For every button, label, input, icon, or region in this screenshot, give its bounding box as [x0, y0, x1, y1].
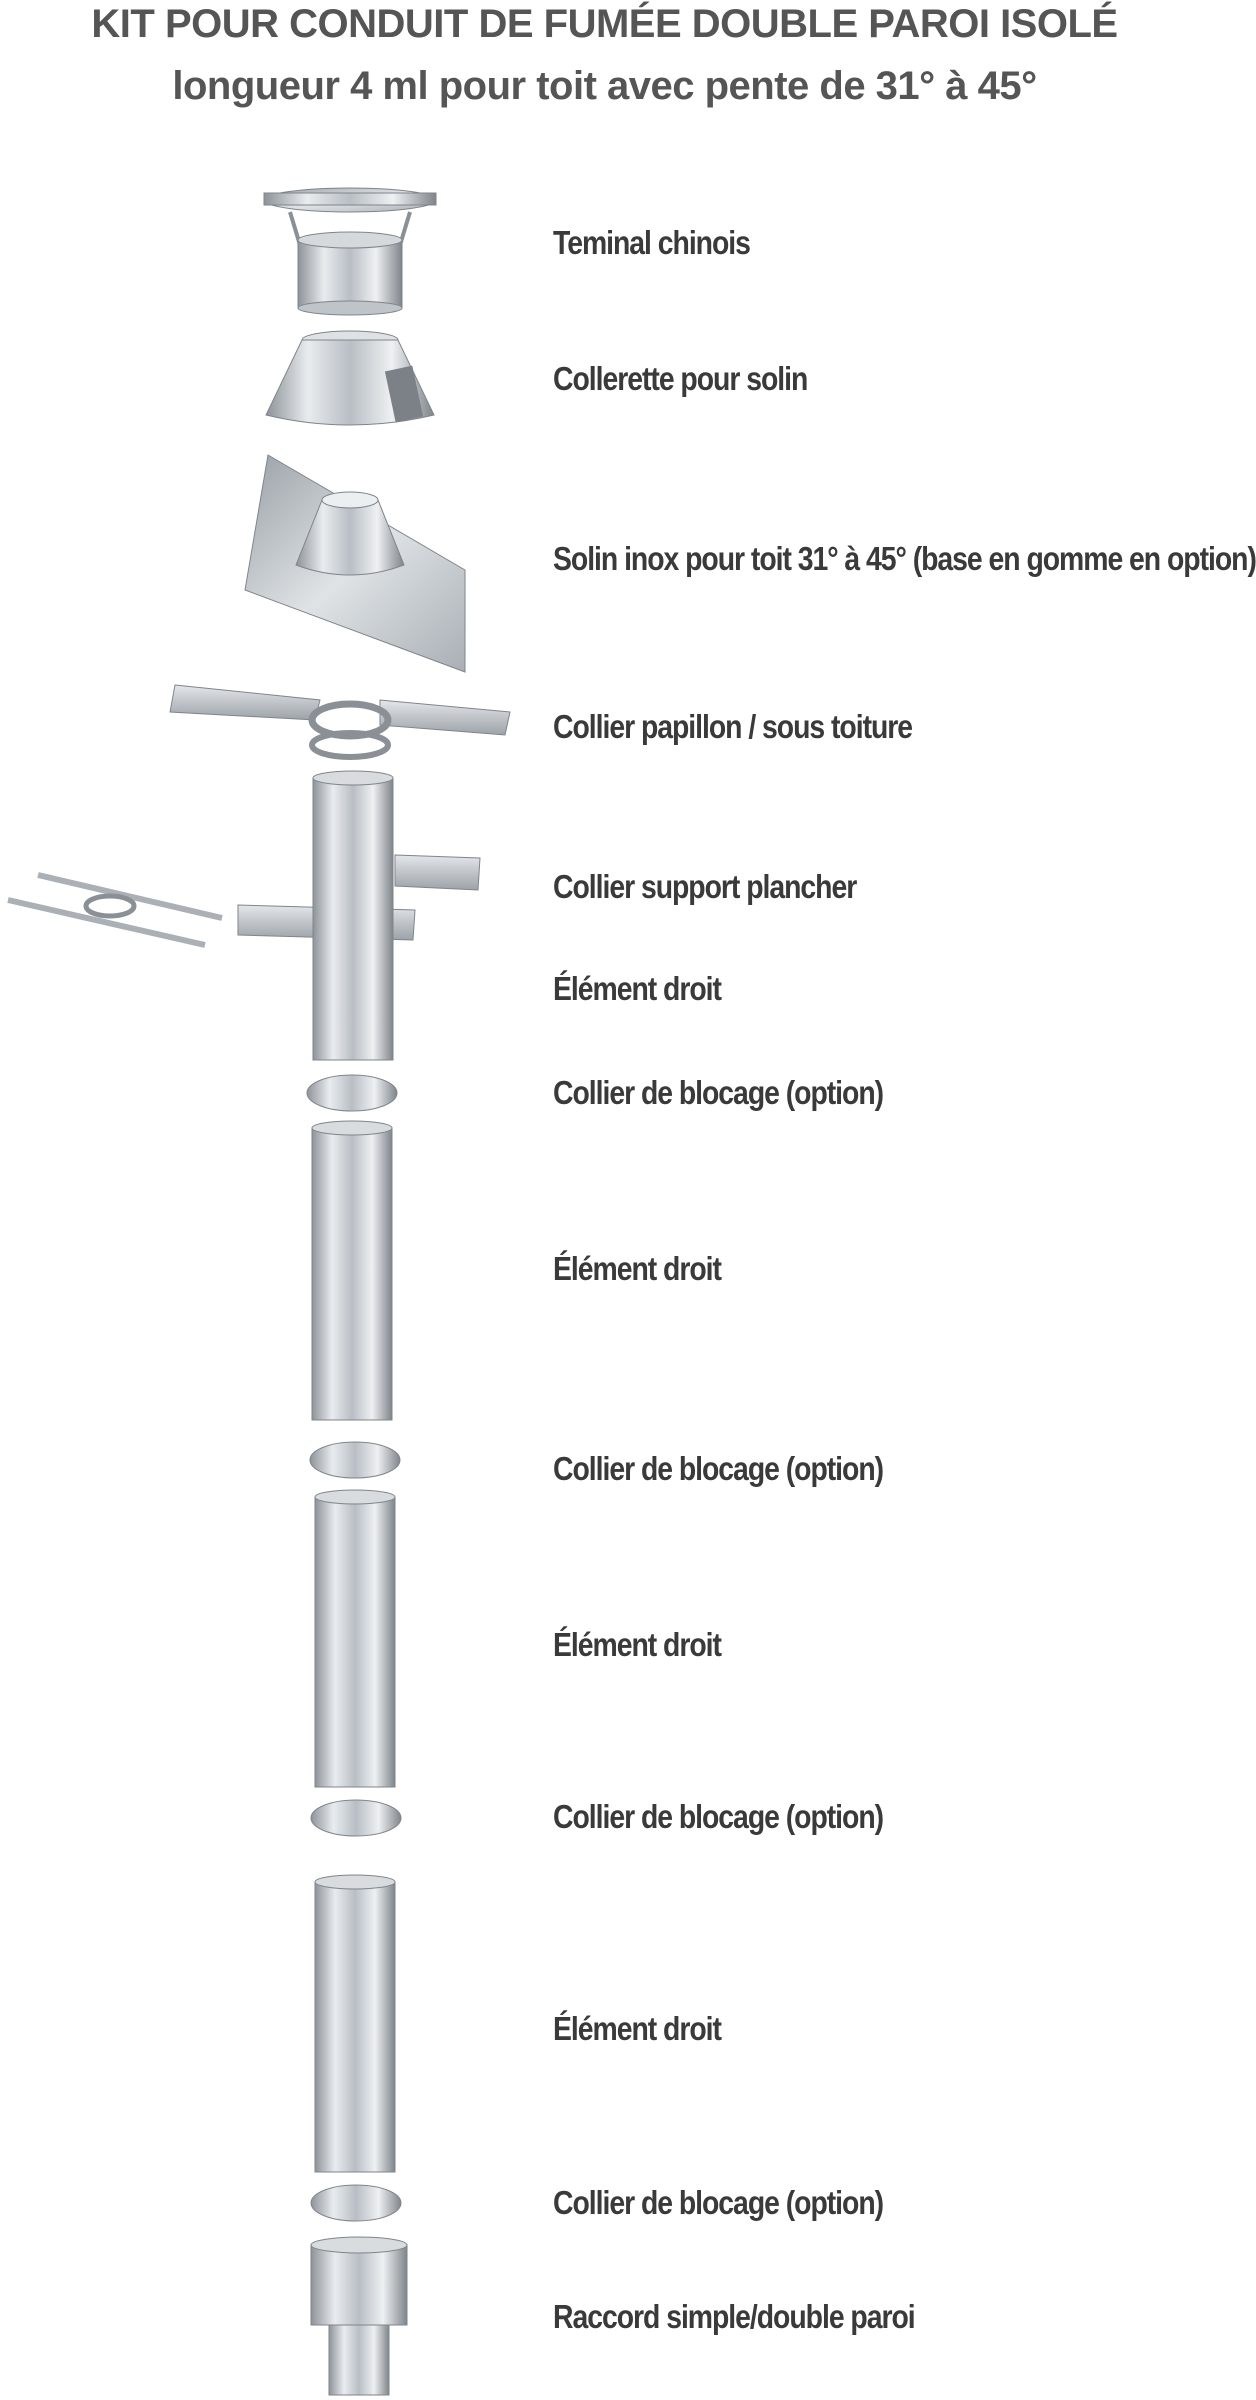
collerette-part — [265, 330, 435, 426]
element-droit-pipe-2 — [311, 1120, 393, 1421]
collier-blocage-ring-3 — [310, 1799, 402, 1837]
label-collier-blocage-3: Collier de blocage (option) — [553, 1798, 884, 1835]
label-element-droit-4: Élément droit — [553, 2010, 722, 2047]
label-collier-papillon: Collier papillon / sous toiture — [553, 708, 913, 745]
label-solin: Solin inox pour toit 31° à 45° (base en … — [553, 540, 1256, 577]
chimney-kit-illustration — [7, 187, 511, 2396]
terminal-chinois-part — [263, 187, 437, 316]
element-droit-pipe-1 — [312, 770, 394, 1061]
label-element-droit-2: Élément droit — [553, 1250, 722, 1287]
solin-part — [244, 454, 466, 673]
label-collerette: Collerette pour solin — [553, 360, 808, 397]
label-element-droit-1: Élément droit — [553, 970, 722, 1007]
collier-support-plancher-part — [7, 854, 481, 948]
diagram-title-line-2: longueur 4 ml pour toit avec pente de 31… — [172, 64, 1037, 108]
collier-blocage-ring-4 — [310, 2184, 402, 2222]
label-terminal-chinois: Teminal chinois — [553, 224, 751, 261]
collier-papillon-part — [169, 684, 511, 760]
element-droit-pipe-3 — [314, 1489, 396, 1788]
label-raccord: Raccord simple/double paroi — [553, 2298, 916, 2335]
label-collier-blocage-2: Collier de blocage (option) — [553, 1450, 884, 1487]
raccord-simple-double-paroi-part — [310, 2236, 408, 2396]
collier-blocage-ring-1 — [306, 1074, 398, 1112]
diagram-title-line-1: KIT POUR CONDUIT DE FUMÉE DOUBLE PAROI I… — [91, 2, 1118, 46]
label-collier-support-plancher: Collier support plancher — [553, 868, 857, 905]
label-element-droit-3: Élément droit — [553, 1626, 722, 1663]
collier-blocage-ring-2 — [309, 1441, 401, 1479]
label-collier-blocage-4: Collier de blocage (option) — [553, 2184, 884, 2221]
label-collier-blocage-1: Collier de blocage (option) — [553, 1074, 884, 1111]
element-droit-pipe-4 — [314, 1874, 396, 2173]
